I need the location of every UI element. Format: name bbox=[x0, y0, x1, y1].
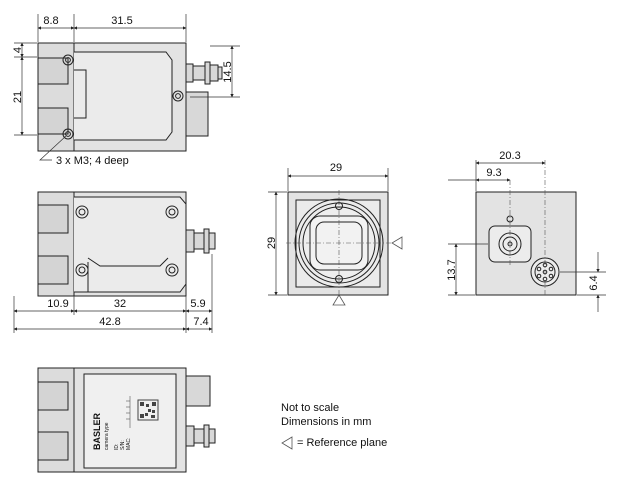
label-sub: camera type bbox=[104, 422, 110, 450]
reference-plane-icon bbox=[281, 436, 293, 450]
dim-left-upper: 4 bbox=[12, 47, 24, 53]
dim-front-height: 29 bbox=[266, 237, 278, 249]
note-dimensions-unit: Dimensions in mm bbox=[281, 416, 372, 428]
dim-right-height: 14.5 bbox=[222, 61, 234, 82]
top-view bbox=[37, 42, 223, 152]
label-line-mac: MAC: bbox=[126, 438, 132, 451]
dim-side-c: 5.9 bbox=[190, 298, 205, 310]
dim-side-a: 10.9 bbox=[47, 298, 68, 310]
screw-hole-icon bbox=[165, 205, 179, 219]
screw-hole-icon bbox=[75, 263, 89, 277]
label-text: BASLER camera type ID: S/N: MAC: bbox=[92, 412, 132, 450]
screw-hole-icon bbox=[172, 90, 184, 102]
label-brand: BASLER bbox=[92, 412, 102, 450]
bottom-view bbox=[37, 367, 216, 473]
dim-back-pin: 6.4 bbox=[588, 275, 600, 290]
dim-side-b: 32 bbox=[114, 298, 126, 310]
note-not-to-scale: Not to scale bbox=[281, 402, 340, 414]
connector-icon bbox=[185, 425, 195, 447]
dim-back-width: 20.3 bbox=[499, 150, 520, 162]
screw-hole-icon bbox=[62, 128, 74, 140]
dim-back-offset: 9.3 bbox=[486, 167, 501, 179]
connector-icon bbox=[185, 229, 195, 253]
screw-hole-icon bbox=[62, 54, 74, 66]
side-view bbox=[37, 191, 216, 297]
legend-reference-plane: = Reference plane bbox=[297, 437, 388, 449]
dim-top-width: 31.5 bbox=[111, 15, 132, 27]
label-line-sn: S/N: bbox=[120, 440, 126, 450]
dim-back-height: 13.7 bbox=[446, 259, 458, 280]
dim-left-height: 21 bbox=[12, 91, 24, 103]
connector-icon bbox=[185, 63, 194, 83]
dim-top-offset: 8.8 bbox=[43, 15, 58, 27]
reference-plane-icon bbox=[332, 294, 346, 306]
qr-code-icon bbox=[137, 399, 159, 421]
dim-front-width: 29 bbox=[330, 162, 342, 174]
screw-hole-icon bbox=[165, 263, 179, 277]
back-view bbox=[475, 191, 577, 296]
label-line-id: ID: bbox=[114, 444, 120, 450]
screw-hole-icon bbox=[75, 205, 89, 219]
dim-side-connector: 7.4 bbox=[193, 316, 208, 328]
thread-note: 3 x M3; 4 deep bbox=[56, 155, 129, 167]
reference-plane-icon bbox=[391, 236, 403, 250]
front-view bbox=[287, 191, 389, 296]
dim-side-total: 42.8 bbox=[99, 316, 120, 328]
